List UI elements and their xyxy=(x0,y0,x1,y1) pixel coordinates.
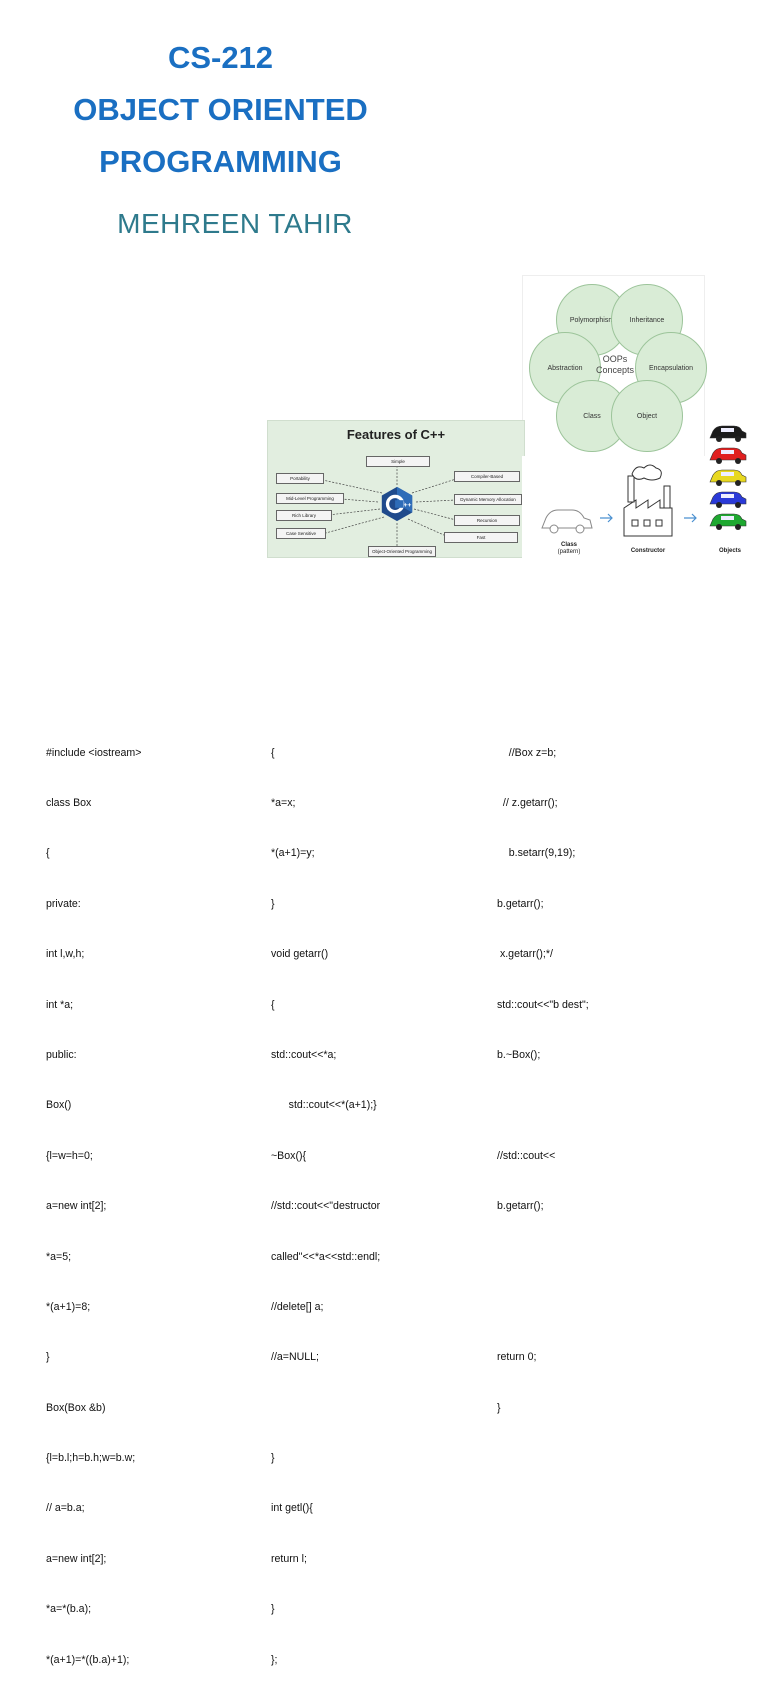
code-line: *(a+1)=y; xyxy=(271,847,315,860)
code-line: std::cout<<*a; xyxy=(271,1048,337,1061)
concept-label: Encapsulation xyxy=(649,364,693,372)
cpp-features-diagram: Features of C++ Simple Portability Compi… xyxy=(267,420,525,558)
code-column-3: //Box z=b; // z.getarr(); b.setarr(9,19)… xyxy=(497,711,589,1433)
object-car-icon xyxy=(709,513,747,530)
code-line: }; xyxy=(271,1653,278,1666)
code-line: #include <iostream> xyxy=(46,746,142,759)
class-car-icon xyxy=(541,509,593,534)
code-line xyxy=(497,1249,589,1266)
code-line: //std::cout<<"destructor xyxy=(271,1200,381,1213)
course-title-line2: PROGRAMMING xyxy=(99,144,342,179)
feature-box: Case Sensitive xyxy=(276,528,326,539)
code-line: } xyxy=(497,1401,501,1414)
code-line: {l=b.l;h=b.h;w=b.w; xyxy=(46,1452,136,1465)
code-line: std::cout<<*(a+1);} xyxy=(271,1099,377,1112)
code-line: public: xyxy=(46,1048,77,1061)
code-line: //a=NULL; xyxy=(271,1351,319,1364)
code-column-1: #include <iostream> class Box { private:… xyxy=(46,711,141,1685)
concept-label: Polymorphism xyxy=(569,316,615,324)
feature-box: Compiler-Based xyxy=(454,471,520,482)
code-line: *(a+1)=8; xyxy=(46,1300,91,1313)
code-line: b.setarr(9,19); xyxy=(497,847,576,860)
code-line: } xyxy=(271,1452,275,1465)
concept-label: Class xyxy=(583,412,601,420)
code-line: a=new int[2]; xyxy=(46,1200,107,1213)
code-line: a=new int[2]; xyxy=(46,1552,107,1565)
concept-label: Object xyxy=(636,412,658,420)
code-line: {l=w=h=0; xyxy=(46,1149,93,1162)
code-column-2: { *a=x; *(a+1)=y; } void getarr() { std:… xyxy=(271,711,380,1685)
code-line: //Box z=b; xyxy=(497,746,557,759)
code-line: int *a; xyxy=(46,998,74,1011)
features-title: Features of C++ xyxy=(346,427,446,442)
feature-box: Mid-Level Programming xyxy=(276,493,344,504)
code-line: } xyxy=(271,1603,275,1616)
object-car-icon xyxy=(709,425,747,442)
code-line: *a=5; xyxy=(46,1250,72,1263)
class-label: Class xyxy=(560,542,577,548)
code-line: //delete[] a; xyxy=(271,1300,324,1313)
code-line: ~Box(){ xyxy=(271,1149,307,1162)
feature-box: Rich Library xyxy=(276,510,332,521)
code-line: called"<<*a<<std::endl; xyxy=(271,1250,381,1263)
code-line: Box() xyxy=(46,1099,72,1112)
feature-arrows xyxy=(317,465,457,547)
feature-box: Object-Oriented Programming xyxy=(368,546,436,557)
feature-box: Simple xyxy=(366,456,430,467)
objects-stack xyxy=(709,425,747,530)
class-sublabel: (pattern) xyxy=(557,549,581,555)
object-car-icon xyxy=(709,469,747,486)
code-line: { xyxy=(46,847,50,860)
code-line: private: xyxy=(46,897,81,910)
feature-box: Portability xyxy=(276,473,324,484)
code-line: // a=b.a; xyxy=(46,1502,85,1515)
code-line xyxy=(497,1299,589,1316)
code-line xyxy=(271,1400,380,1417)
code-line: // z.getarr(); xyxy=(497,796,558,809)
feature-box: Dynamic Memory Allocation xyxy=(454,494,522,505)
code-line xyxy=(497,1097,589,1114)
object-car-icon xyxy=(709,491,747,508)
course-title-line1: OBJECT ORIENTED xyxy=(73,92,368,127)
code-line: b.getarr(); xyxy=(497,1200,544,1213)
code-line: } xyxy=(271,897,275,910)
code-line: *a=x; xyxy=(271,796,296,809)
code-line: *(a+1)=*((b.a)+1); xyxy=(46,1653,130,1666)
code-line: std::cout<<"b dest"; xyxy=(497,998,589,1011)
code-line: void getarr() xyxy=(271,948,329,961)
objects-label: Objects xyxy=(718,548,741,554)
code-line: *a=*(b.a); xyxy=(46,1603,92,1616)
code-line: Box(Box &b) xyxy=(46,1401,106,1414)
class-constructor-illustration xyxy=(541,464,697,537)
code-line: //std::cout<< xyxy=(497,1149,556,1162)
code-line: } xyxy=(46,1351,50,1364)
author-name: MEHREEN TAHIR xyxy=(117,208,353,239)
oop-center-label: OOPs Concepts xyxy=(595,354,635,375)
code-line: int l,w,h; xyxy=(46,948,85,961)
code-line: b.~Box(); xyxy=(497,1048,541,1061)
cpp-logo-icon: ++ xyxy=(381,486,413,522)
code-line: x.getarr();*/ xyxy=(497,948,553,961)
feature-box: Recursion xyxy=(454,515,520,526)
concept-label: Abstraction xyxy=(547,364,583,372)
code-line: return l; xyxy=(271,1552,307,1565)
code-line: return 0; xyxy=(497,1351,537,1364)
code-line: { xyxy=(271,746,275,759)
concept-circle: Object xyxy=(611,380,683,452)
course-code: CS-212 xyxy=(167,40,274,75)
factory-icon xyxy=(623,464,673,537)
oop-concepts-diagram: Polymorphism Inheritance Abstraction Enc… xyxy=(522,275,707,457)
feature-box: Fast xyxy=(444,532,518,543)
code-line: int getl(){ xyxy=(271,1502,313,1515)
svg-text:++: ++ xyxy=(404,502,412,509)
concept-label: Inheritance xyxy=(629,316,665,324)
object-car-icon xyxy=(709,447,747,464)
code-line: class Box xyxy=(46,796,92,809)
flow-arrow-icon xyxy=(600,513,697,523)
constructor-label: Constructor xyxy=(630,548,666,554)
code-line: { xyxy=(271,998,275,1011)
code-line: b.getarr(); xyxy=(497,897,544,910)
